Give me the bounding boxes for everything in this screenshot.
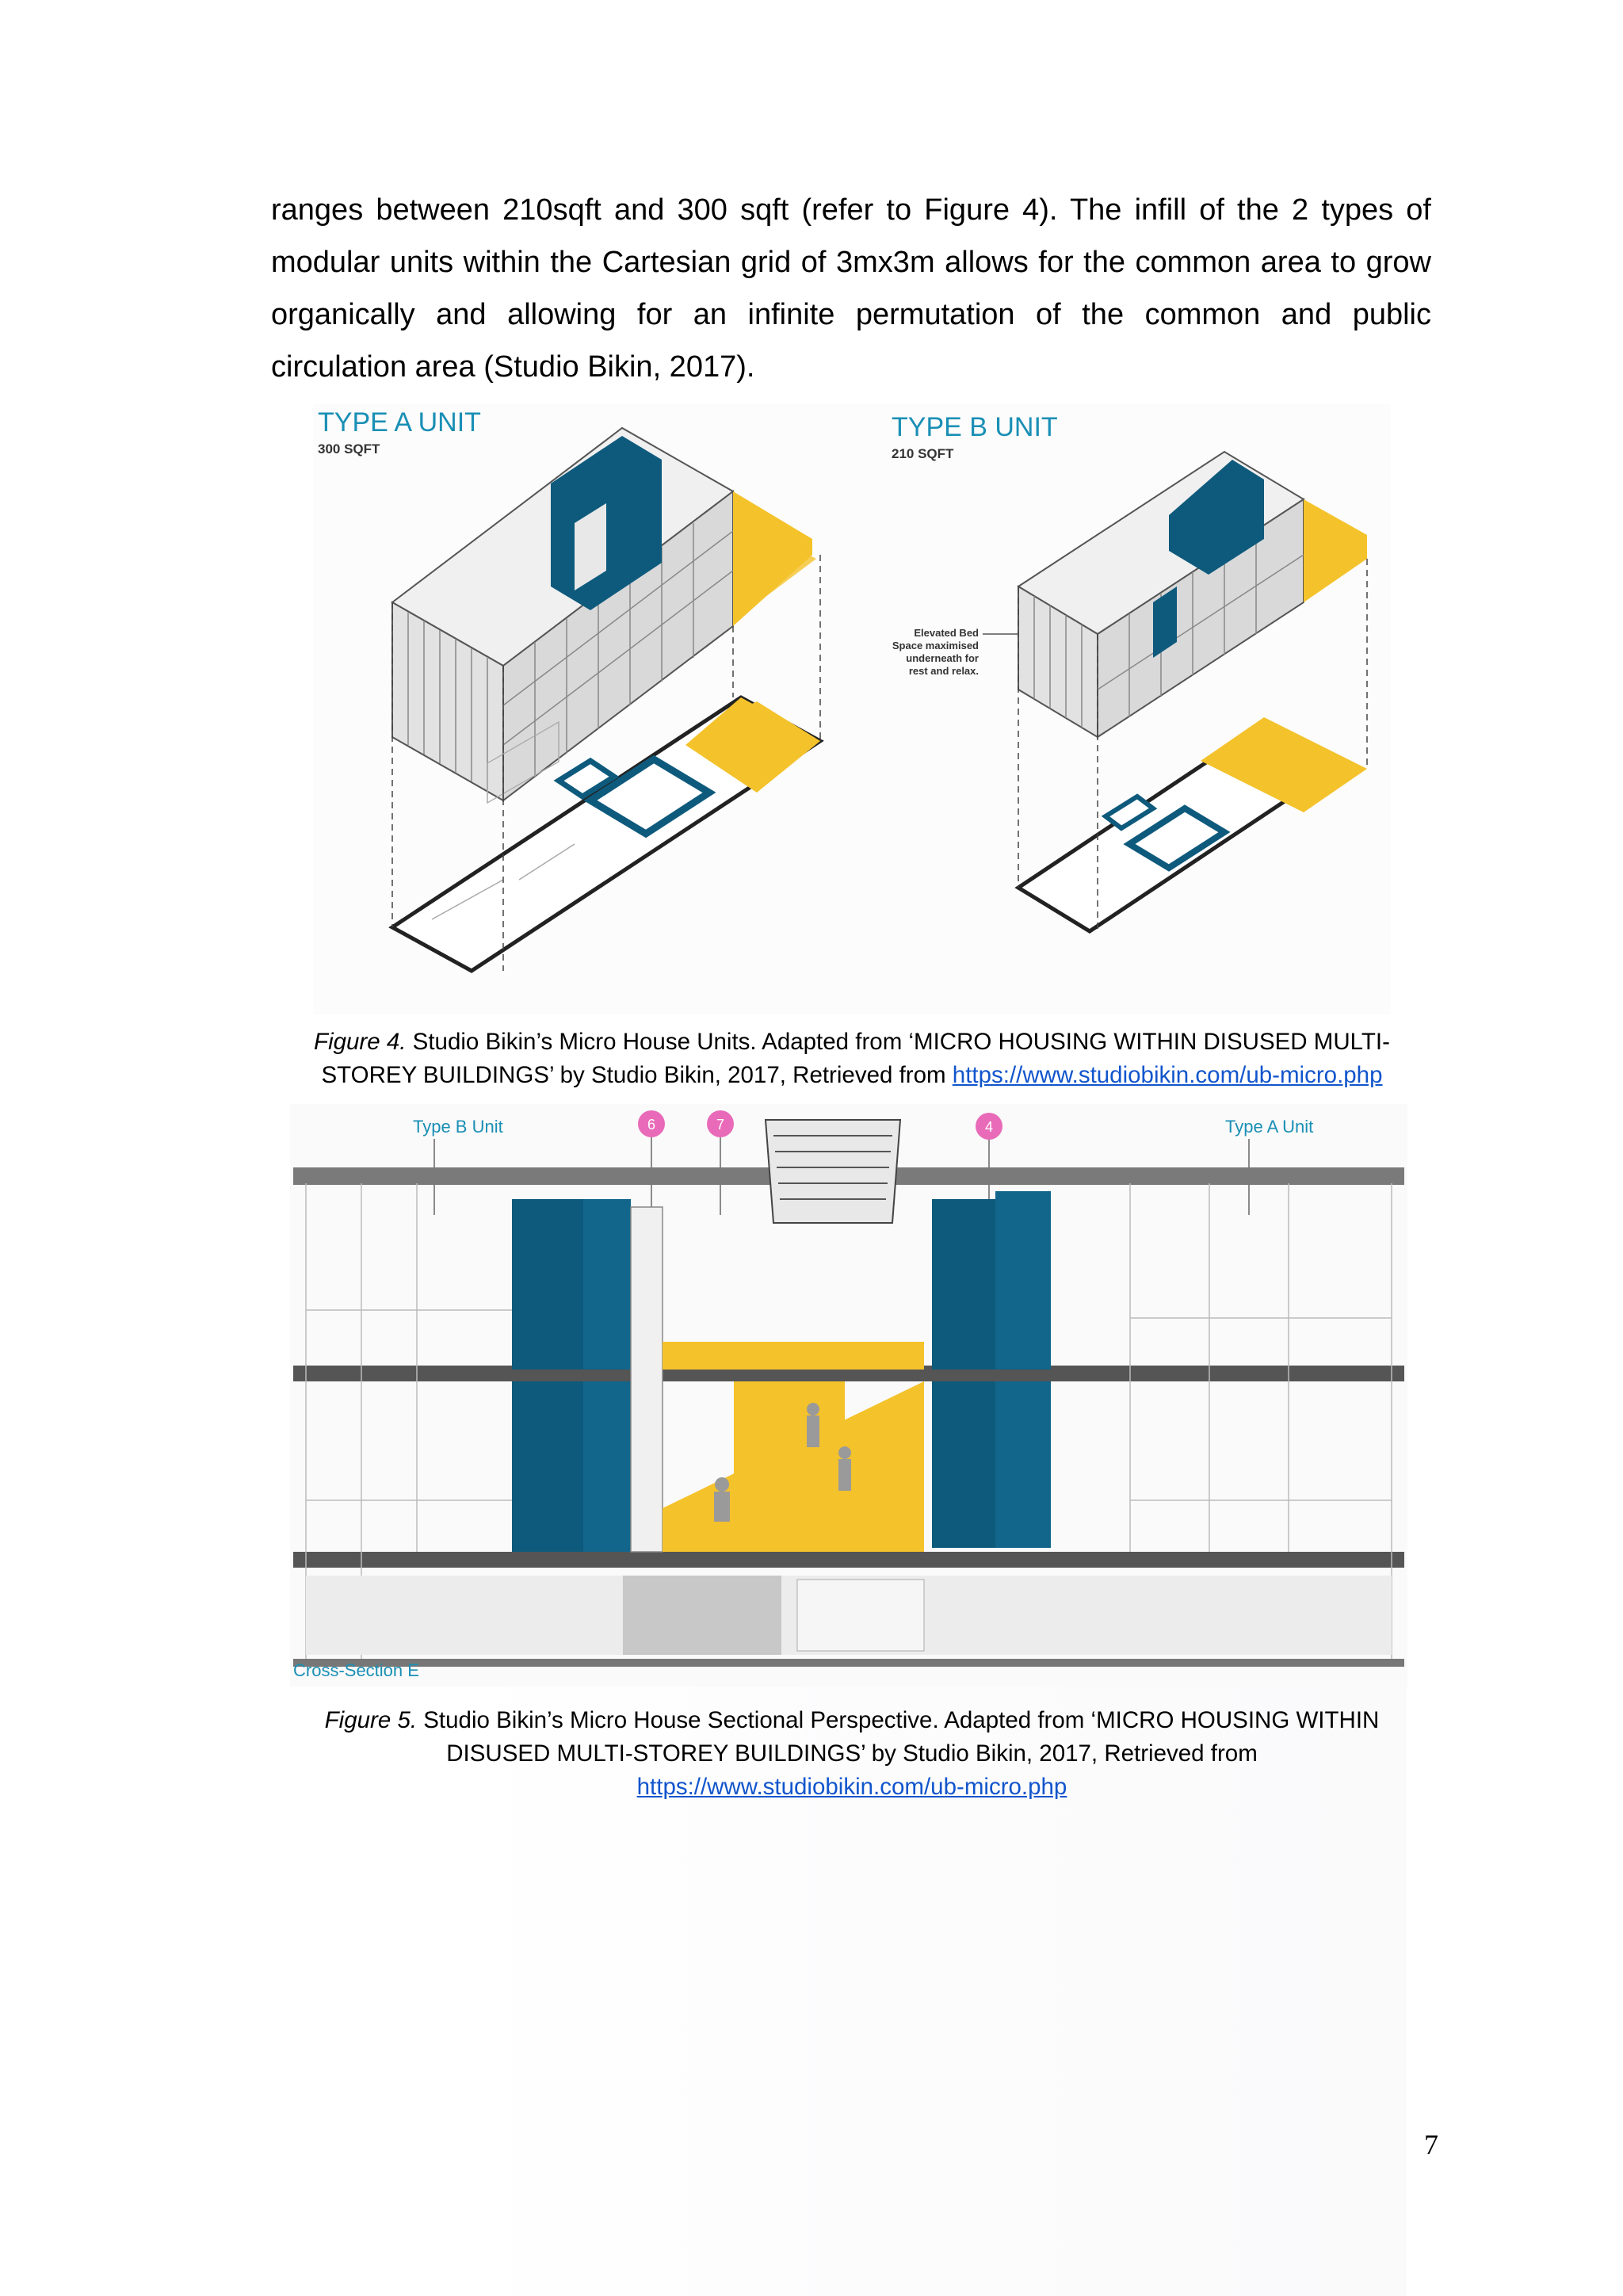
figure-4-image: TYPE A UNIT 300 SQFT TYPE B UNIT 210 SQF… [313,404,1391,1014]
type-b-annotation: Elevated Bed Space maximised underneath … [892,627,1018,677]
annotation-line-4: rest and relax. [909,665,979,677]
marker-6: 6 [638,1110,665,1137]
type-a-unit-label: Type A Unit [1225,1117,1313,1137]
marker-4: 4 [976,1113,1002,1140]
figure-5-caption-text: Studio Bikin’s Micro House Sectional Per… [417,1707,1380,1767]
figure-5-caption: Figure 5. Studio Bikin’s Micro House Sec… [269,1704,1434,1804]
figure-5-label: Figure 5. [324,1707,418,1733]
svg-text:6: 6 [647,1117,655,1133]
annotation-line-1: Elevated Bed [914,627,979,639]
type-b-unit-label: Type B Unit [413,1117,503,1137]
body-paragraph: ranges between 210sqft and 300 sqft (ref… [271,193,1431,384]
figure-5-source-link[interactable]: https://www.studiobikin.com/ub-micro.php [636,1774,1067,1800]
figure-4-source-link[interactable]: https://www.studiobikin.com/ub-micro.php [952,1062,1383,1088]
type-a-title: TYPE A UNIT [318,407,481,437]
figure-4-caption: Figure 4. Studio Bikin’s Micro House Uni… [269,1026,1434,1092]
type-b-title: TYPE B UNIT [892,412,1058,442]
type-b-floor-plan [1014,559,1368,934]
type-a-area: 300 SQFT [318,441,380,457]
figure-5-image: Type B Unit Type A Unit 6 7 4 [290,1104,1407,1687]
annotation-line-2: Space maximised [892,640,979,651]
type-a-floor-plan [388,555,824,973]
svg-text:4: 4 [985,1119,993,1135]
svg-text:7: 7 [716,1117,724,1133]
type-b-area: 210 SQFT [892,446,954,461]
figure-4-caption-text: Studio Bikin’s Micro House Units. Adapte… [321,1029,1390,1088]
type-b-upper-module [1017,450,1367,739]
annotation-line-3: underneath for [906,652,979,664]
figure-4-label: Figure 4. [314,1029,407,1055]
page-number: 7 [1424,2129,1438,2160]
cross-section-label: Cross-Section E [293,1660,419,1680]
marker-7: 7 [707,1110,734,1137]
